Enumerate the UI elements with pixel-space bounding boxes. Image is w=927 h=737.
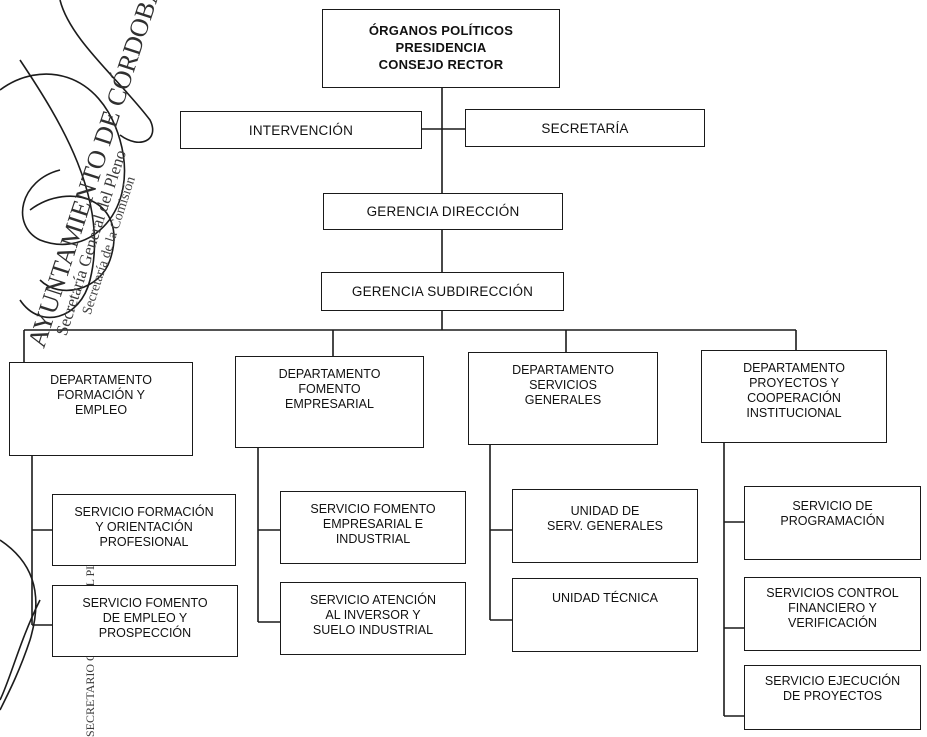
secretaria-label: SECRETARÍA xyxy=(541,120,629,136)
intervencion-box: INTERVENCIÓN xyxy=(180,111,422,149)
service-line: AL INVERSOR Y xyxy=(325,608,421,622)
service-line: SERVICIO EJECUCIÓN xyxy=(764,674,901,688)
organos-politicos-box: ÓRGANOS POLÍTICOS PRESIDENCIA CONSEJO RE… xyxy=(322,9,560,88)
service-line: DE EMPLEO Y xyxy=(102,611,188,625)
service-line: SUELO INDUSTRIAL xyxy=(312,623,434,637)
service-line: DE PROYECTOS xyxy=(782,689,883,703)
dept-line: PROYECTOS Y xyxy=(749,376,839,390)
secretaria-box: SECRETARÍA xyxy=(465,109,705,147)
dept-line: DEPARTAMENTO xyxy=(278,367,381,381)
dept-line: GENERALES xyxy=(524,393,602,407)
servicio-fomento-empresarial: SERVICIO FOMENTO EMPRESARIAL E INDUSTRIA… xyxy=(280,491,466,564)
servicio-ejecucion-proyectos: SERVICIO EJECUCIÓN DE PROYECTOS xyxy=(744,665,921,730)
department-fomento-empresarial: DEPARTAMENTO FOMENTO EMPRESARIAL xyxy=(235,356,424,448)
intervencion-label: INTERVENCIÓN xyxy=(248,122,354,138)
service-line: UNIDAD TÉCNICA xyxy=(551,591,659,605)
dept-line: SERVICIOS xyxy=(529,378,597,392)
dept-line: DEPARTAMENTO xyxy=(50,373,152,387)
servicio-atencion-inversor: SERVICIO ATENCIÓN AL INVERSOR Y SUELO IN… xyxy=(280,582,466,655)
dept-line: EMPLEO xyxy=(74,403,128,417)
service-line: VERIFICACIÓN xyxy=(788,616,877,630)
gerencia-direccion-box: GERENCIA DIRECCIÓN xyxy=(323,193,563,230)
service-line: SERV. GENERALES xyxy=(546,519,664,533)
service-line: UNIDAD DE xyxy=(570,504,640,518)
service-line: SERVICIO ATENCIÓN xyxy=(310,593,436,607)
gerencia-direccion-label: GERENCIA DIRECCIÓN xyxy=(366,204,520,219)
service-line: PROFESIONAL xyxy=(99,535,189,549)
gerencia-subdireccion-box: GERENCIA SUBDIRECCIÓN xyxy=(321,272,564,311)
service-line: SERVICIO FOMENTO xyxy=(82,596,208,610)
gerencia-subdireccion-label: GERENCIA SUBDIRECCIÓN xyxy=(351,284,534,299)
service-line: INDUSTRIAL xyxy=(335,532,411,546)
servicio-fomento-empleo: SERVICIO FOMENTO DE EMPLEO Y PROSPECCIÓN xyxy=(52,585,238,657)
dept-line: FORMACIÓN Y xyxy=(57,388,145,402)
top-line-3: CONSEJO RECTOR xyxy=(378,57,504,72)
top-line-1: ÓRGANOS POLÍTICOS xyxy=(368,23,514,38)
top-line-2: PRESIDENCIA xyxy=(395,40,487,55)
service-line: EMPRESARIAL E xyxy=(322,517,424,531)
dept-line: INSTITUCIONAL xyxy=(746,406,842,420)
dept-line: DEPARTAMENTO xyxy=(512,363,614,377)
unidad-tecnica: UNIDAD TÉCNICA xyxy=(512,578,698,652)
department-servicios-generales: DEPARTAMENTO SERVICIOS GENERALES xyxy=(468,352,658,445)
department-formacion-empleo: DEPARTAMENTO FORMACIÓN Y EMPLEO xyxy=(9,362,193,456)
service-line: PROGRAMACIÓN xyxy=(780,514,885,528)
service-line: FINANCIERO Y xyxy=(788,601,877,615)
service-line: PROSPECCIÓN xyxy=(98,626,192,640)
service-line: SERVICIO DE xyxy=(792,499,873,513)
department-proyectos-cooperacion: DEPARTAMENTO PROYECTOS Y COOPERACIÓN INS… xyxy=(701,350,887,443)
servicio-control-financiero: SERVICIOS CONTROL FINANCIERO Y VERIFICAC… xyxy=(744,577,921,651)
servicio-programacion: SERVICIO DE PROGRAMACIÓN xyxy=(744,486,921,560)
service-line: SERVICIO FOMENTO xyxy=(310,502,436,516)
servicio-formacion-orientacion: SERVICIO FORMACIÓN Y ORIENTACIÓN PROFESI… xyxy=(52,494,236,566)
dept-line: FOMENTO xyxy=(298,382,361,396)
unidad-servicios-generales: UNIDAD DE SERV. GENERALES xyxy=(512,489,698,563)
dept-line: COOPERACIÓN xyxy=(747,391,841,405)
dept-line: DEPARTAMENTO xyxy=(743,361,845,375)
service-line: SERVICIOS CONTROL xyxy=(766,586,899,600)
service-line: SERVICIO FORMACIÓN xyxy=(74,505,214,519)
service-line: Y ORIENTACIÓN xyxy=(95,520,193,534)
dept-line: EMPRESARIAL xyxy=(285,397,374,411)
